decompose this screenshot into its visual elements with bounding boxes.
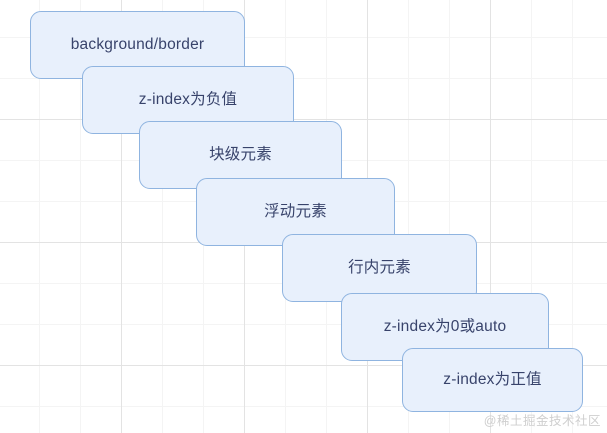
watermark-text: @稀土掘金技术社区 [483,414,601,428]
diagram-node-label: 行内元素 [348,258,411,276]
diagram-node-layer-7[interactable]: z-index为正值 [402,348,583,412]
diagram-node-label: background/border [70,35,205,53]
diagram-node-label: 块级元素 [209,145,272,163]
diagram-node-label: z-index为0或auto [383,317,507,335]
diagram-node-label: z-index为负值 [138,90,238,108]
diagram-node-label: 浮动元素 [264,202,327,220]
diagram-node-label: z-index为正值 [443,370,542,388]
diagram-node-layer-5[interactable]: 行内元素 [282,234,477,302]
